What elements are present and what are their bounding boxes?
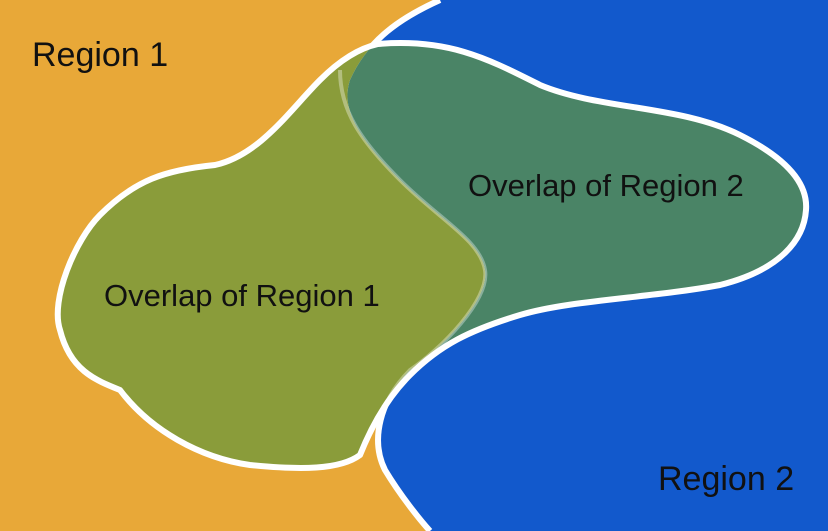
- overlap-region-1-label: Overlap of Region 1: [104, 278, 380, 313]
- overlap-region-2-label: Overlap of Region 2: [468, 168, 744, 203]
- region-1-label: Region 1: [32, 36, 168, 74]
- region-2-label: Region 2: [658, 460, 794, 498]
